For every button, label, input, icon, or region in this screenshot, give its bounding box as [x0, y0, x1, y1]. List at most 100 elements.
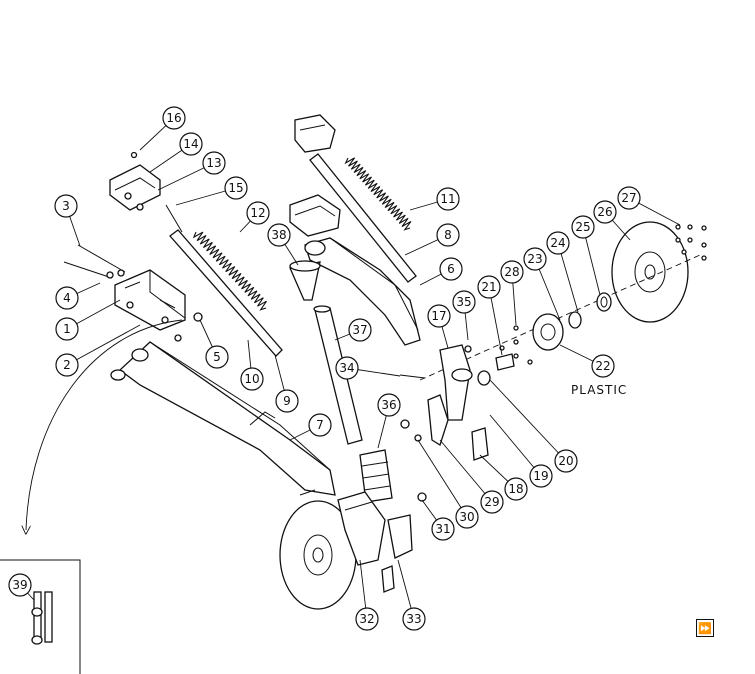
rod-9 [169, 229, 283, 357]
svg-text:21: 21 [481, 280, 496, 294]
spring-11 [344, 157, 412, 231]
callout-28: 28 [500, 260, 524, 284]
svg-text:16: 16 [166, 111, 181, 125]
leader-24 [557, 242, 579, 313]
funnel-38 [289, 260, 321, 301]
kit-39-inset [0, 559, 81, 674]
callout-5: 5 [205, 345, 229, 369]
svg-text:17: 17 [431, 309, 446, 323]
svg-text:39: 39 [12, 578, 27, 592]
svg-text:15: 15 [228, 181, 243, 195]
callout-9: 9 [275, 389, 299, 413]
callout-3: 3 [54, 194, 78, 218]
svg-text:3: 3 [62, 199, 70, 213]
leader-29 [439, 439, 493, 503]
bearing-23 [568, 311, 582, 329]
boot-36 [359, 449, 393, 503]
callout-35: 35 [452, 290, 476, 314]
svg-text:11: 11 [440, 192, 455, 206]
callout-39: 39 [8, 573, 32, 597]
spring-12 [192, 231, 267, 311]
fast-forward-button[interactable]: ⏩ [696, 619, 714, 637]
bracket-18 [471, 427, 489, 461]
callout-16: 16 [162, 106, 186, 130]
seal-25 [596, 292, 612, 312]
leader-20 [489, 379, 567, 462]
svg-text:27: 27 [621, 191, 636, 205]
callout-27: 27 [617, 186, 641, 210]
callout-26: 26 [593, 200, 617, 224]
shank-32 [337, 491, 386, 566]
leader-2 [66, 324, 141, 366]
callout-38: 38 [267, 223, 291, 247]
callout-33: 33 [402, 607, 426, 631]
scraper-29 [427, 394, 449, 446]
fast-forward-icon: ⏩ [698, 621, 712, 635]
svg-text:31: 31 [435, 522, 450, 536]
svg-text:12: 12 [250, 206, 265, 220]
arm-6 [304, 237, 421, 346]
leader-lines [19, 117, 681, 620]
leader-30 [417, 439, 468, 518]
svg-text:18: 18 [508, 482, 523, 496]
svg-text:33: 33 [406, 612, 421, 626]
svg-text:4: 4 [63, 291, 71, 305]
fitting-21 [495, 353, 515, 371]
svg-text:29: 29 [484, 495, 499, 509]
kit-reference-arrow [26, 319, 183, 530]
svg-text:35: 35 [456, 295, 471, 309]
svg-text:28: 28 [504, 265, 519, 279]
callout-24: 24 [546, 231, 570, 255]
svg-text:26: 26 [597, 205, 612, 219]
callout-37: 37 [348, 318, 372, 342]
callout-20: 20 [554, 449, 578, 473]
callout-13: 13 [202, 151, 226, 175]
svg-text:13: 13 [206, 156, 221, 170]
bracket-mid-right [289, 194, 341, 237]
svg-text:2: 2 [63, 358, 71, 372]
callout-34: 34 [335, 356, 359, 380]
svg-text:30: 30 [459, 510, 474, 524]
arm-7 [110, 341, 336, 496]
leader-25 [582, 226, 601, 296]
bracket-upper-right [294, 114, 336, 153]
scraper-33 [381, 514, 413, 593]
callout-2: 2 [55, 353, 79, 377]
callout-14: 14 [179, 132, 203, 156]
callout-11: 11 [436, 187, 460, 211]
svg-text:8: 8 [444, 228, 452, 242]
svg-text:14: 14 [183, 137, 198, 151]
svg-text:25: 25 [575, 220, 590, 234]
callout-30: 30 [455, 505, 479, 529]
svg-text:19: 19 [533, 469, 548, 483]
oring-20 [477, 370, 491, 386]
svg-text:36: 36 [381, 398, 396, 412]
leader-19 [489, 414, 542, 477]
callout-29: 29 [480, 490, 504, 514]
plastic-note: PLASTIC [571, 383, 627, 397]
callout-36: 36 [377, 393, 401, 417]
svg-text:9: 9 [283, 394, 291, 408]
callout-6: 6 [439, 257, 463, 281]
callout-21: 21 [477, 275, 501, 299]
callout-10: 10 [240, 367, 264, 391]
callout-32: 32 [355, 607, 379, 631]
callout-22: 22 [591, 354, 615, 378]
svg-text:37: 37 [352, 323, 367, 337]
svg-text:38: 38 [271, 228, 286, 242]
hub-22 [532, 313, 564, 351]
callout-19: 19 [529, 464, 553, 488]
svg-text:32: 32 [359, 612, 374, 626]
callout-23: 23 [523, 247, 547, 271]
callout-25: 25 [571, 215, 595, 239]
callout-8: 8 [436, 223, 460, 247]
callout-15: 15 [224, 176, 248, 200]
bracket-14 [109, 164, 161, 211]
callout-18: 18 [504, 477, 528, 501]
callout-4: 4 [55, 286, 79, 310]
svg-text:34: 34 [339, 361, 354, 375]
bolt-15 [165, 204, 183, 233]
bolt-3 [63, 244, 126, 279]
